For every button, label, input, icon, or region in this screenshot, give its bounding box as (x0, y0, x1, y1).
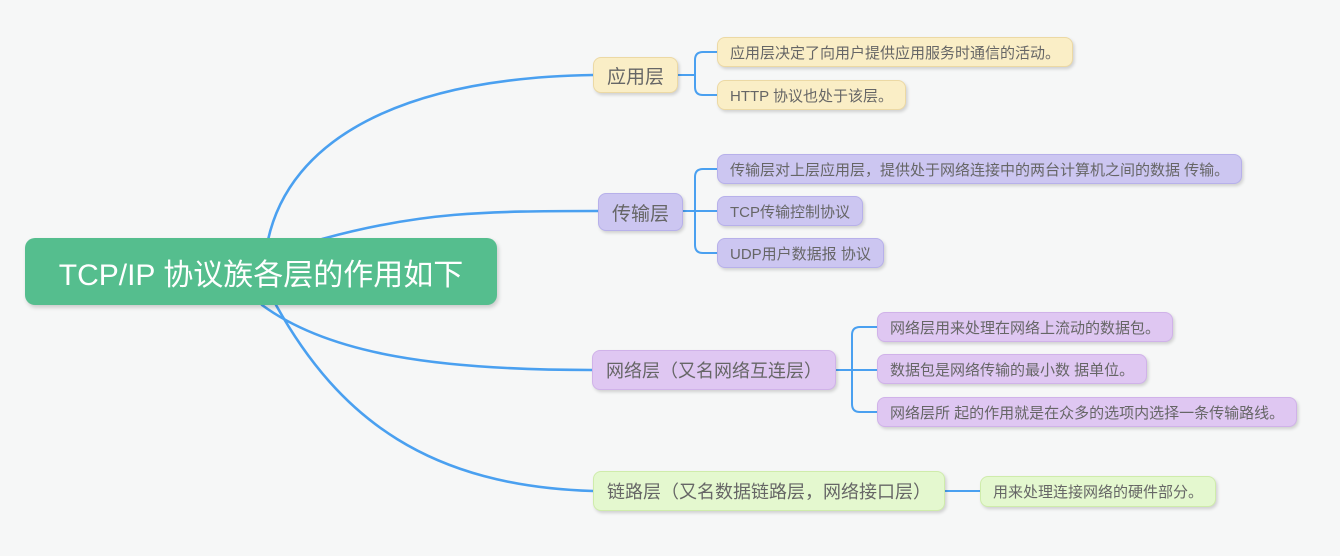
note-network-layer-3[interactable]: 网络层所 起的作用就是在众多的选项内选择一条传输路线。 (877, 397, 1298, 427)
connector-root-to-application-layer (266, 73, 595, 242)
note-transport-layer-1[interactable]: 传输层对上层应用层，提供处于网络连接中的两台计算机之间的数据 传输。 (717, 154, 1243, 184)
bracket-application-layer (672, 51, 718, 96)
branch-network-layer[interactable]: 网络层（又名网络互连层） (592, 350, 836, 390)
branch-application-layer[interactable]: 应用层 (593, 57, 679, 93)
note-transport-layer-3[interactable]: UDP用户数据报 协议 (717, 238, 884, 268)
bracket-network-layer (829, 326, 878, 413)
root-topic[interactable]: TCP/IP 协议族各层的作用如下 (25, 238, 497, 305)
note-application-layer-1[interactable]: 应用层决定了向用户提供应用服务时通信的活动。 (717, 37, 1074, 67)
note-network-layer-1[interactable]: 网络层用来处理在网络上流动的数据包。 (877, 312, 1174, 342)
connector-root-to-network-layer (260, 303, 594, 372)
note-application-layer-2[interactable]: HTTP 协议也处于该层。 (717, 80, 907, 110)
branch-link-layer[interactable]: 链路层（又名数据链路层，网络接口层） (593, 471, 945, 511)
branch-transport-layer[interactable]: 传输层 (598, 193, 684, 231)
connector-root-to-link-layer (274, 303, 595, 493)
note-network-layer-2[interactable]: 数据包是网络传输的最小数 据单位。 (877, 354, 1148, 384)
note-transport-layer-2[interactable]: TCP传输控制协议 (717, 196, 864, 226)
note-link-layer-1[interactable]: 用来处理连接网络的硬件部分。 (980, 476, 1217, 507)
connector-root-to-transport-layer (320, 209, 600, 241)
